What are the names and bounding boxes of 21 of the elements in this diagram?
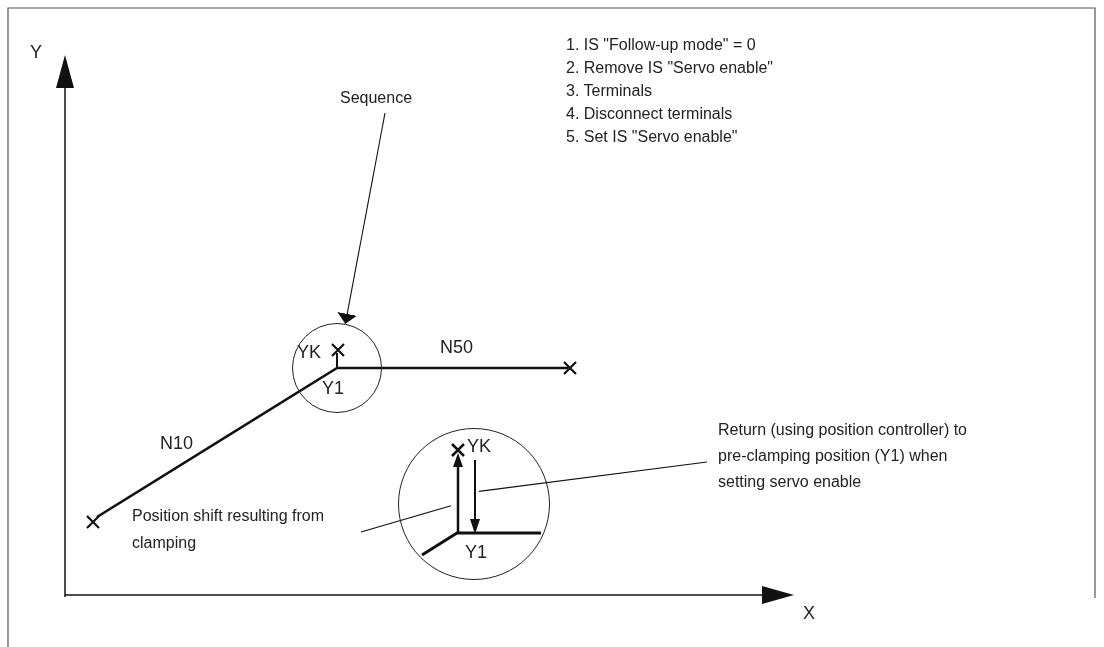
annotation-text: Return (using position controller) to pre-clamping position (Y1) when setting servo enable: [718, 420, 968, 492]
point-label: YK: [297, 341, 321, 363]
segment-label: N50: [440, 336, 474, 358]
down-arrow: [470, 460, 480, 534]
axis-label: X: [803, 602, 815, 624]
axis-label: Y: [30, 41, 42, 63]
list-item: 1. IS "Follow-up mode" = 0: [566, 35, 756, 55]
list-item: 4. Disconnect terminals: [566, 104, 733, 124]
list-item: 2. Remove IS "Servo enable": [566, 58, 774, 78]
point-label: YK: [467, 435, 491, 457]
leader-line: [360, 505, 452, 533]
segment-label: N10: [160, 432, 194, 454]
annotation-text: Sequence: [340, 88, 414, 108]
annotation-text: Position shift resulting from clamping: [132, 506, 326, 553]
leader-line: [478, 461, 708, 492]
point-label: Y1: [322, 377, 345, 399]
point-label: Y1: [465, 541, 488, 563]
up-arrow: [452, 444, 464, 534]
list-item: 3. Terminals: [566, 81, 652, 101]
arrow: [337, 112, 386, 325]
list-item: 5. Set IS "Servo enable": [566, 127, 738, 147]
